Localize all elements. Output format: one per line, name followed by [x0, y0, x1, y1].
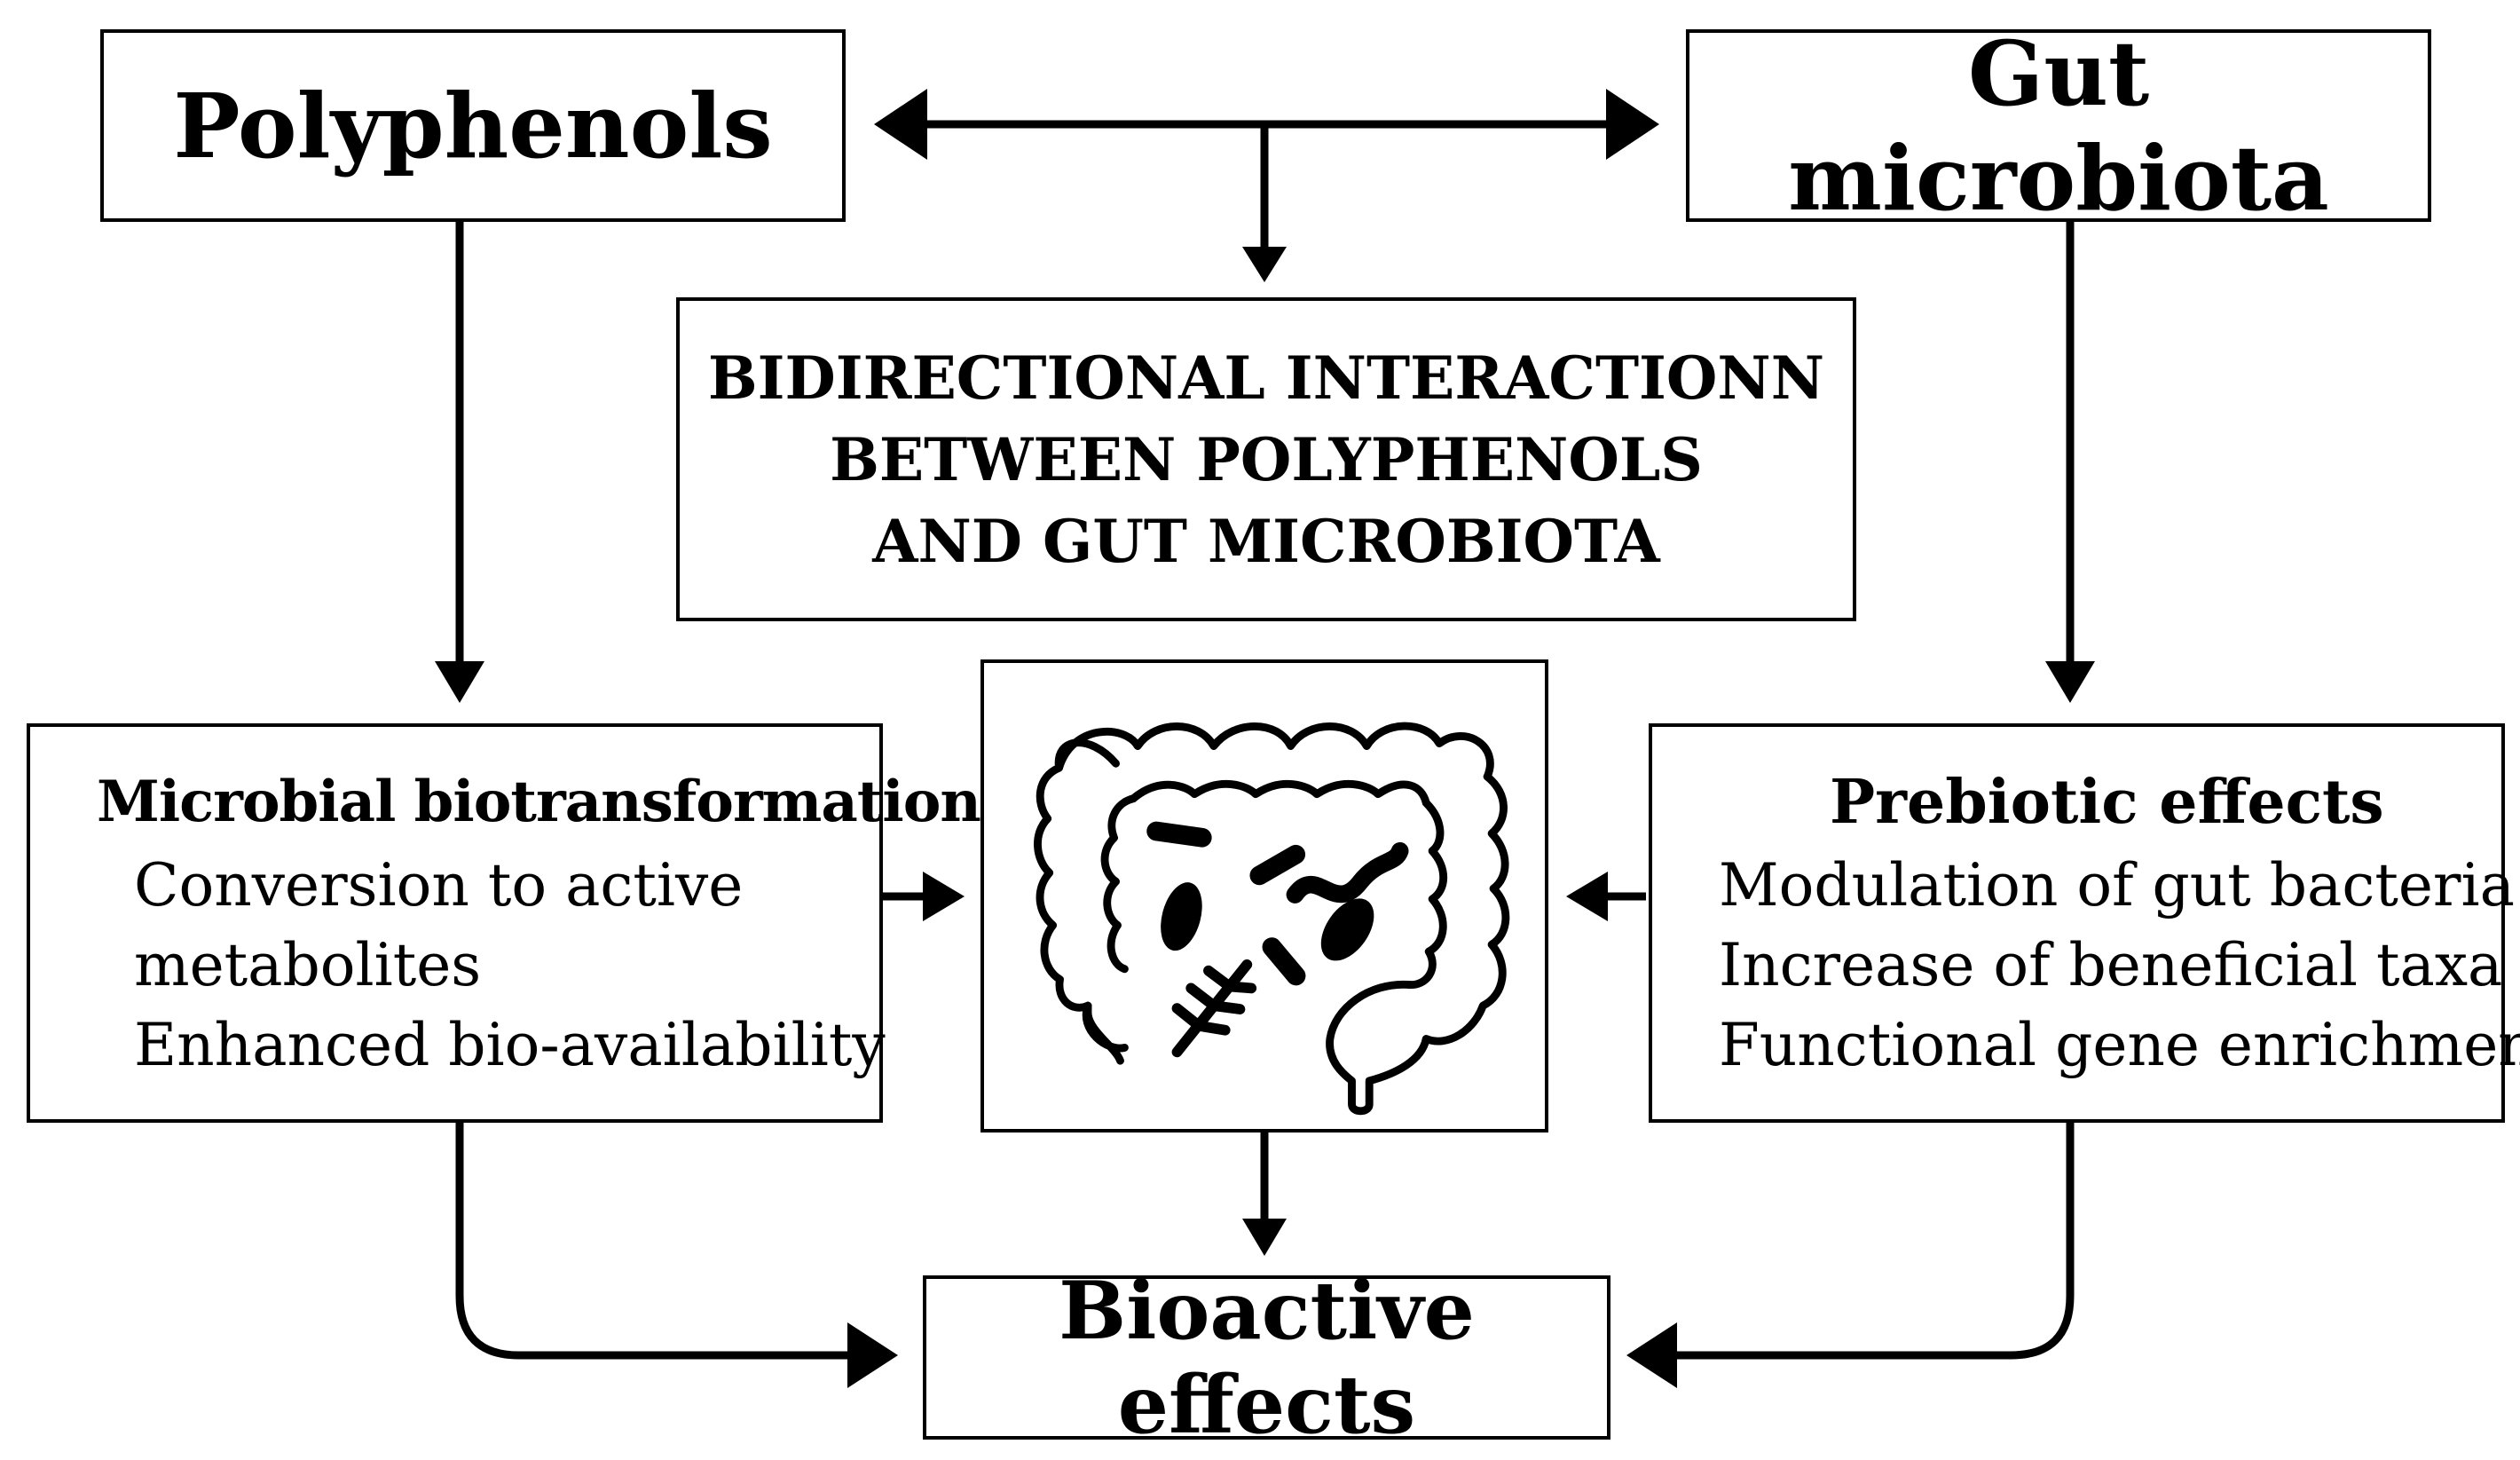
colon-transverse-inner: [1129, 779, 1430, 808]
prebiotic-item: Modulation of gut bacteria: [1719, 851, 2515, 919]
appendix: [1082, 1001, 1129, 1053]
branch-twig: [1193, 1020, 1231, 1036]
arrowhead-right-bioactive: [847, 1322, 898, 1388]
colon-descending-inner: [1405, 799, 1448, 989]
biotransformation-item: Enhanced bio-availability: [134, 1011, 886, 1079]
colon-descending: [1421, 772, 1510, 1046]
biotransformation-box: Microbial biotransformation Conversion t…: [27, 723, 981, 1123]
interaction-line-2: BETWEEN POLYPHENOLS: [830, 424, 1703, 494]
arrowhead-down-prebiotic: [2045, 661, 2095, 703]
interaction-line-3: AND GUT MICROBIOTA: [872, 506, 1660, 576]
bacterium-spiral: [1286, 841, 1409, 904]
polyphenols-label: Polyphenols: [173, 73, 773, 178]
arrowhead-down-biotransformation: [435, 661, 484, 703]
bacterium-coccus: [1161, 882, 1202, 951]
prebiotic-box: Prebiotic effects Modulation of gut bact…: [1649, 723, 2520, 1123]
gut-microbiota-box: Gut microbiota: [1686, 21, 2431, 231]
arrowhead-down-interaction: [1242, 247, 1287, 282]
bacterium-rod: [1262, 937, 1306, 986]
prebiotic-item: Increase of beneficial taxa: [1719, 931, 2503, 999]
branch-twig: [1208, 1000, 1246, 1014]
bioactive-box: Bioactive effects: [923, 1264, 1610, 1452]
prebiotic-to-bioactive-path: [1677, 1123, 2075, 1360]
arrowhead-right-microbiota: [1606, 89, 1659, 160]
polyphenols-box: Polyphenols: [100, 29, 846, 222]
biotransformation-to-bioactive-path: [455, 1123, 847, 1360]
interaction-box: BIDIRECTIONAL INTERACTIONN BETWEEN POLYP…: [676, 297, 1856, 621]
biotransformation-item: Conversion to active: [134, 851, 744, 919]
biotransformation-item: metabolites: [134, 931, 482, 999]
gut-microbiota-label: Gut microbiota: [1788, 20, 2329, 231]
interaction-line-1: BIDIRECTIONAL INTERACTIONN: [707, 343, 1825, 413]
prebiotic-item: Functional gene enrichment: [1719, 1011, 2520, 1079]
bacterium-rod: [1249, 844, 1306, 886]
arrowhead-left-bioactive: [1626, 1322, 1677, 1388]
branch-twig: [1224, 981, 1257, 994]
gut-illustration-box: [980, 659, 1548, 1132]
arrowhead-left-polyphenols: [874, 89, 927, 160]
arrowhead-down-bioactive: [1242, 1219, 1287, 1256]
bacterium-coccus: [1320, 898, 1374, 961]
arrowhead-right-to-center: [923, 872, 965, 921]
prebiotic-title: Prebiotic effects: [1830, 767, 2384, 838]
bacterium-rod: [1146, 821, 1212, 848]
intestine-with-bacteria-icon: [1034, 722, 1510, 1116]
colon-inner-left: [1100, 794, 1138, 974]
bioactive-label: Bioactive effects: [1059, 1263, 1475, 1452]
colon-transverse-top: [1055, 722, 1494, 781]
arrowhead-left-to-center: [1566, 872, 1608, 921]
colon-sigmoid: [1326, 980, 1430, 1116]
biotransformation-title: Microbial biotransformation: [97, 769, 981, 835]
